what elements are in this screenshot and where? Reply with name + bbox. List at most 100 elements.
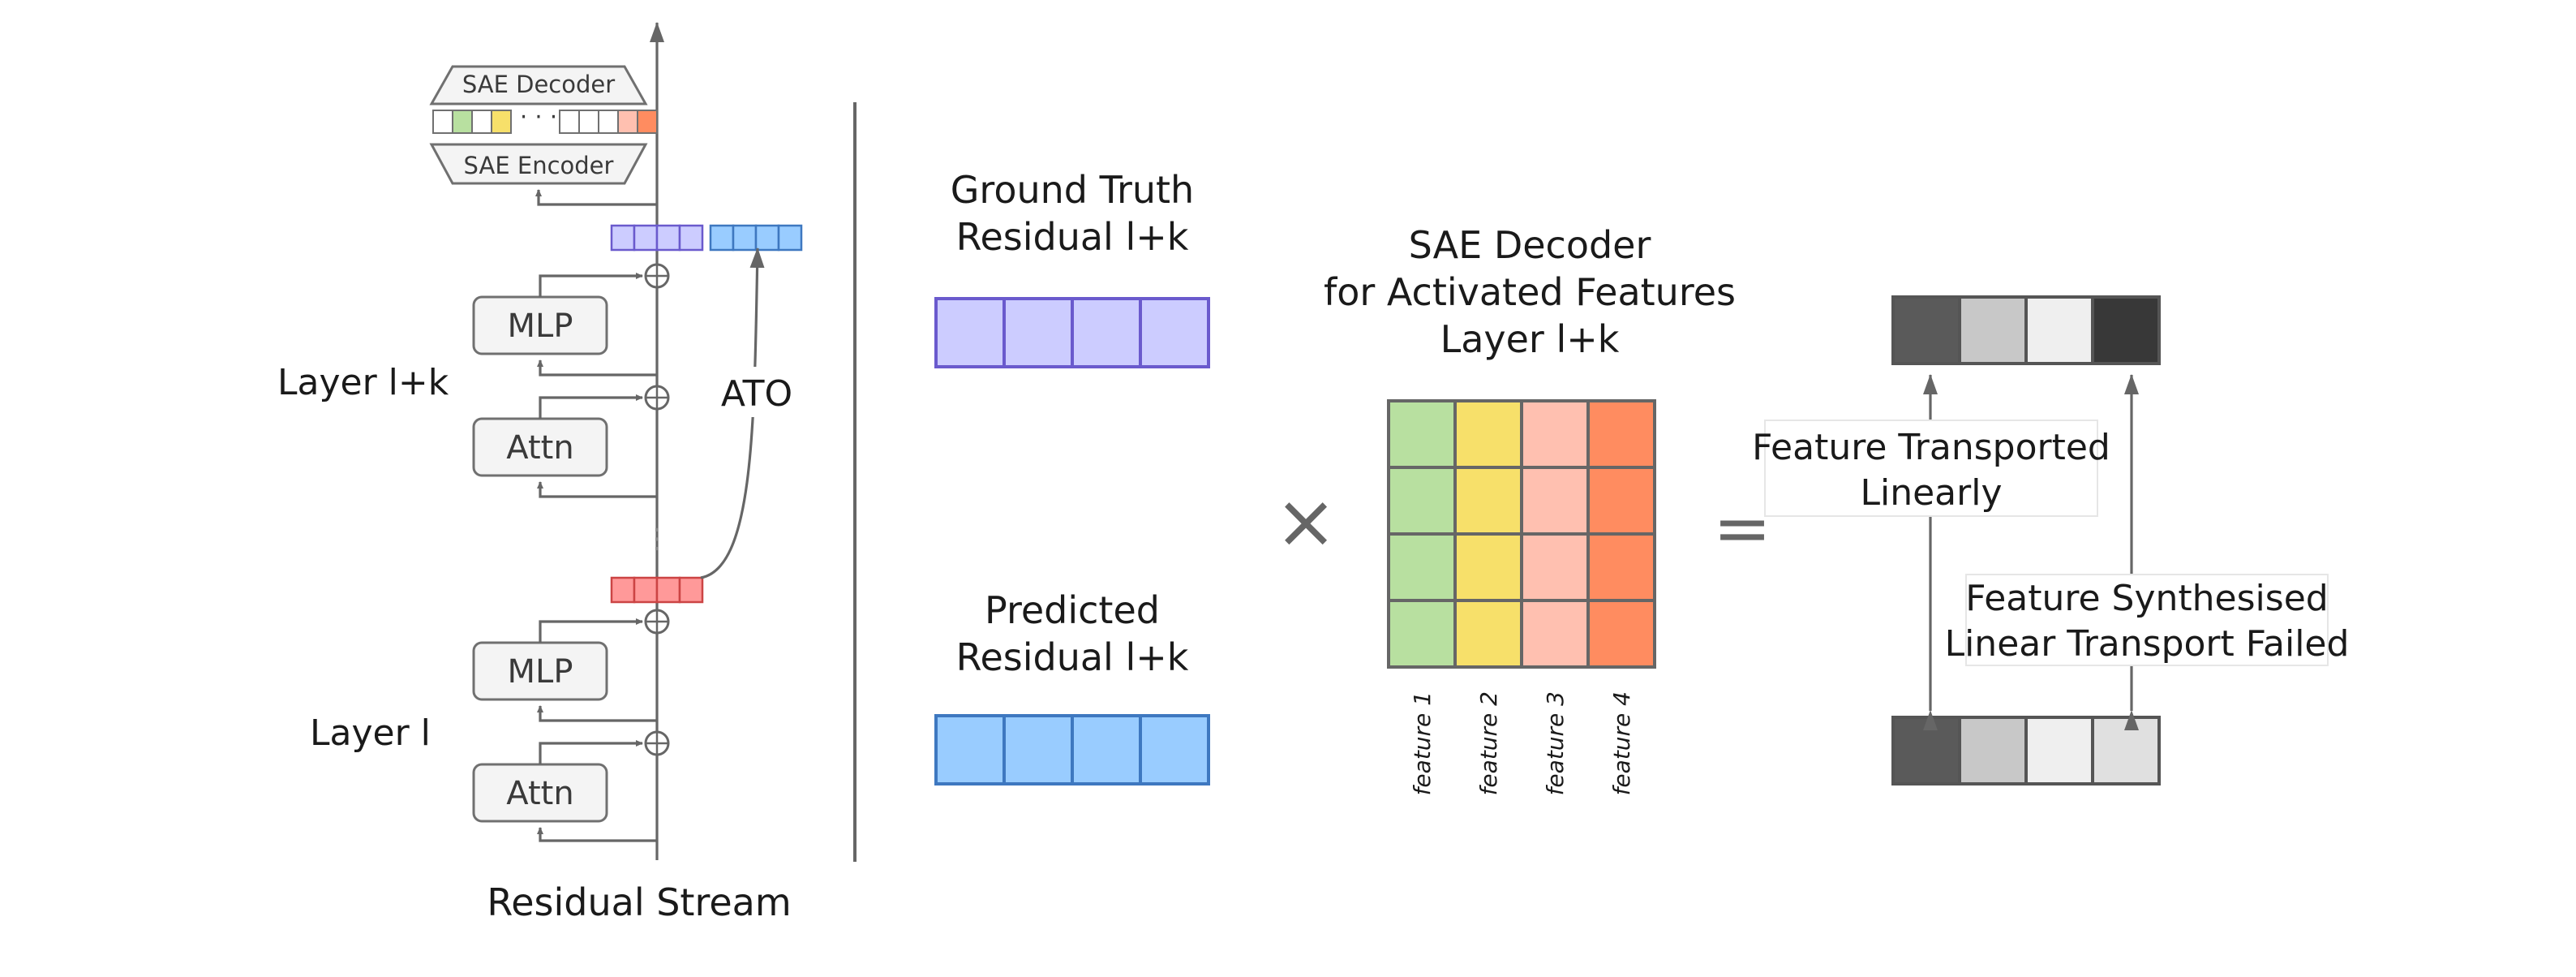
sae-encoder-label: SAE Encoder: [464, 152, 614, 179]
vector-cell: [732, 224, 758, 252]
predicted-title-line1: Predicted: [985, 588, 1160, 632]
multiply-sign: ×: [1274, 478, 1337, 565]
attn-label: Attn: [506, 429, 573, 467]
vector-cell: [610, 576, 636, 604]
sae-decoder-matrix-section: SAE Decoder for Activated Features Layer…: [1324, 223, 1736, 795]
mlp-input-arrow: [537, 359, 657, 377]
matrix-cell: [1520, 466, 1590, 536]
sae-latent-cell: [578, 110, 599, 134]
attn-input-arrow: [537, 481, 657, 498]
mlp-label: MLP: [508, 653, 573, 691]
ground-truth-title-line1: Ground Truth: [951, 168, 1194, 212]
matrix-cell: [1586, 599, 1656, 669]
matrix-cell: [1387, 466, 1457, 536]
ground-truth-title-line2: Residual l+k: [956, 215, 1189, 259]
matrix-cell: [1520, 599, 1590, 669]
synthesised-label-box: [1965, 574, 2329, 666]
feature-cell: [2091, 295, 2161, 365]
residual-cell: [1002, 714, 1074, 785]
equals-sign: =: [1713, 488, 1771, 569]
decoder-title-line3: Layer l+k: [1440, 317, 1620, 361]
sae-latent-cell: [559, 110, 580, 134]
residual-stream-architecture: SAE Decoder · · · SAE Encoder: [277, 22, 803, 924]
vector-cell: [655, 576, 681, 604]
vector-cell: [633, 576, 659, 604]
sae-latent-vector: [432, 110, 658, 134]
layer-lower-label: Layer l: [310, 712, 431, 754]
matrix-cell: [1586, 466, 1656, 536]
add-node: [644, 263, 670, 289]
mlp-block-lower: MLP: [472, 641, 608, 701]
synthesised-label-line2: Linear Transport Failed: [1945, 623, 2350, 665]
mlp-output-arrow: [539, 273, 643, 297]
decoder-title-line1: SAE Decoder: [1409, 223, 1651, 267]
add-node: [644, 385, 670, 411]
residual-output-vector: [610, 224, 704, 252]
ato-label-bg: [717, 367, 796, 417]
predicted-feature-vector: [1891, 716, 2161, 785]
matrix-cell: [1586, 399, 1656, 469]
residual-cell: [1071, 714, 1142, 785]
sae-latent-cell: [617, 110, 638, 134]
stream-continuation-dots: ⋮: [643, 523, 671, 555]
transported-label-line2: Linearly: [1860, 472, 2002, 514]
attn-block-upper: Attn: [472, 417, 608, 477]
feature-label: feature 2: [1475, 691, 1502, 795]
ground-truth-residual-vector: [934, 297, 1210, 368]
transported-label-line1: Feature Transported: [1752, 427, 2110, 468]
ato-predicted-vector: [709, 224, 803, 252]
add-node: [644, 609, 670, 635]
layer-upper-label: Layer l+k: [277, 362, 449, 403]
vector-cell: [633, 224, 659, 252]
sae-latent-ellipsis: · · ·: [520, 103, 557, 131]
vector-cell: [678, 576, 704, 604]
feature-label: feature 3: [1542, 691, 1569, 795]
residual-cell: [934, 714, 1006, 785]
feature-cell: [1958, 716, 2028, 785]
sae-latent-cell: [452, 110, 473, 134]
attn-output-arrow: [539, 740, 643, 764]
feature-cell: [1891, 295, 1961, 365]
ground-truth-feature-vector: [1891, 295, 2161, 365]
feature-cell: [1958, 295, 2028, 365]
predicted-residual-vector: [934, 714, 1210, 785]
vector-cell: [610, 224, 636, 252]
transported-label-box: [1764, 420, 2098, 517]
feature-cell: [2091, 716, 2161, 785]
feature-result-section: Feature Transported Linearly Feature Syn…: [1752, 295, 2350, 785]
sae-latent-cell: [491, 110, 512, 134]
sae-latent-cell: [637, 110, 658, 134]
vector-cell: [777, 224, 803, 252]
residual-cell: [1071, 297, 1142, 368]
matrix-cell: [1387, 599, 1457, 669]
matrix-cell: [1453, 532, 1523, 602]
ato-label: ATO: [721, 373, 792, 415]
sae-decoder-label: SAE Decoder: [462, 71, 615, 98]
vector-cell: [655, 224, 681, 252]
attn-output-arrow: [539, 394, 643, 419]
matrix-cell: [1453, 466, 1523, 536]
matrix-cell: [1387, 532, 1457, 602]
matrix-cell: [1453, 599, 1523, 669]
vector-cell: [754, 224, 780, 252]
sae-latent-cell: [598, 110, 619, 134]
residual-cell: [1002, 297, 1074, 368]
mlp-label: MLP: [508, 308, 573, 345]
residual-cell: [1139, 297, 1210, 368]
decoder-title-line2: for Activated Features: [1324, 270, 1736, 314]
matrix-cell: [1520, 532, 1590, 602]
residual-cell: [934, 297, 1006, 368]
sae-latent-cell: [471, 110, 492, 134]
matrix-cell: [1586, 532, 1656, 602]
matrix-cell: [1453, 399, 1523, 469]
feature-label: feature 4: [1608, 691, 1635, 795]
residual-comparison: Ground Truth Residual l+k Predicted Resi…: [934, 168, 1210, 785]
matrix-cell: [1387, 399, 1457, 469]
vector-cell: [709, 224, 735, 252]
synthesised-label-line1: Feature Synthesised: [1965, 578, 2328, 619]
ato-arrow: [700, 247, 765, 579]
decoder-matrix: [1387, 399, 1656, 669]
attn-input-arrow: [537, 827, 657, 842]
predicted-title-line2: Residual l+k: [956, 635, 1189, 679]
